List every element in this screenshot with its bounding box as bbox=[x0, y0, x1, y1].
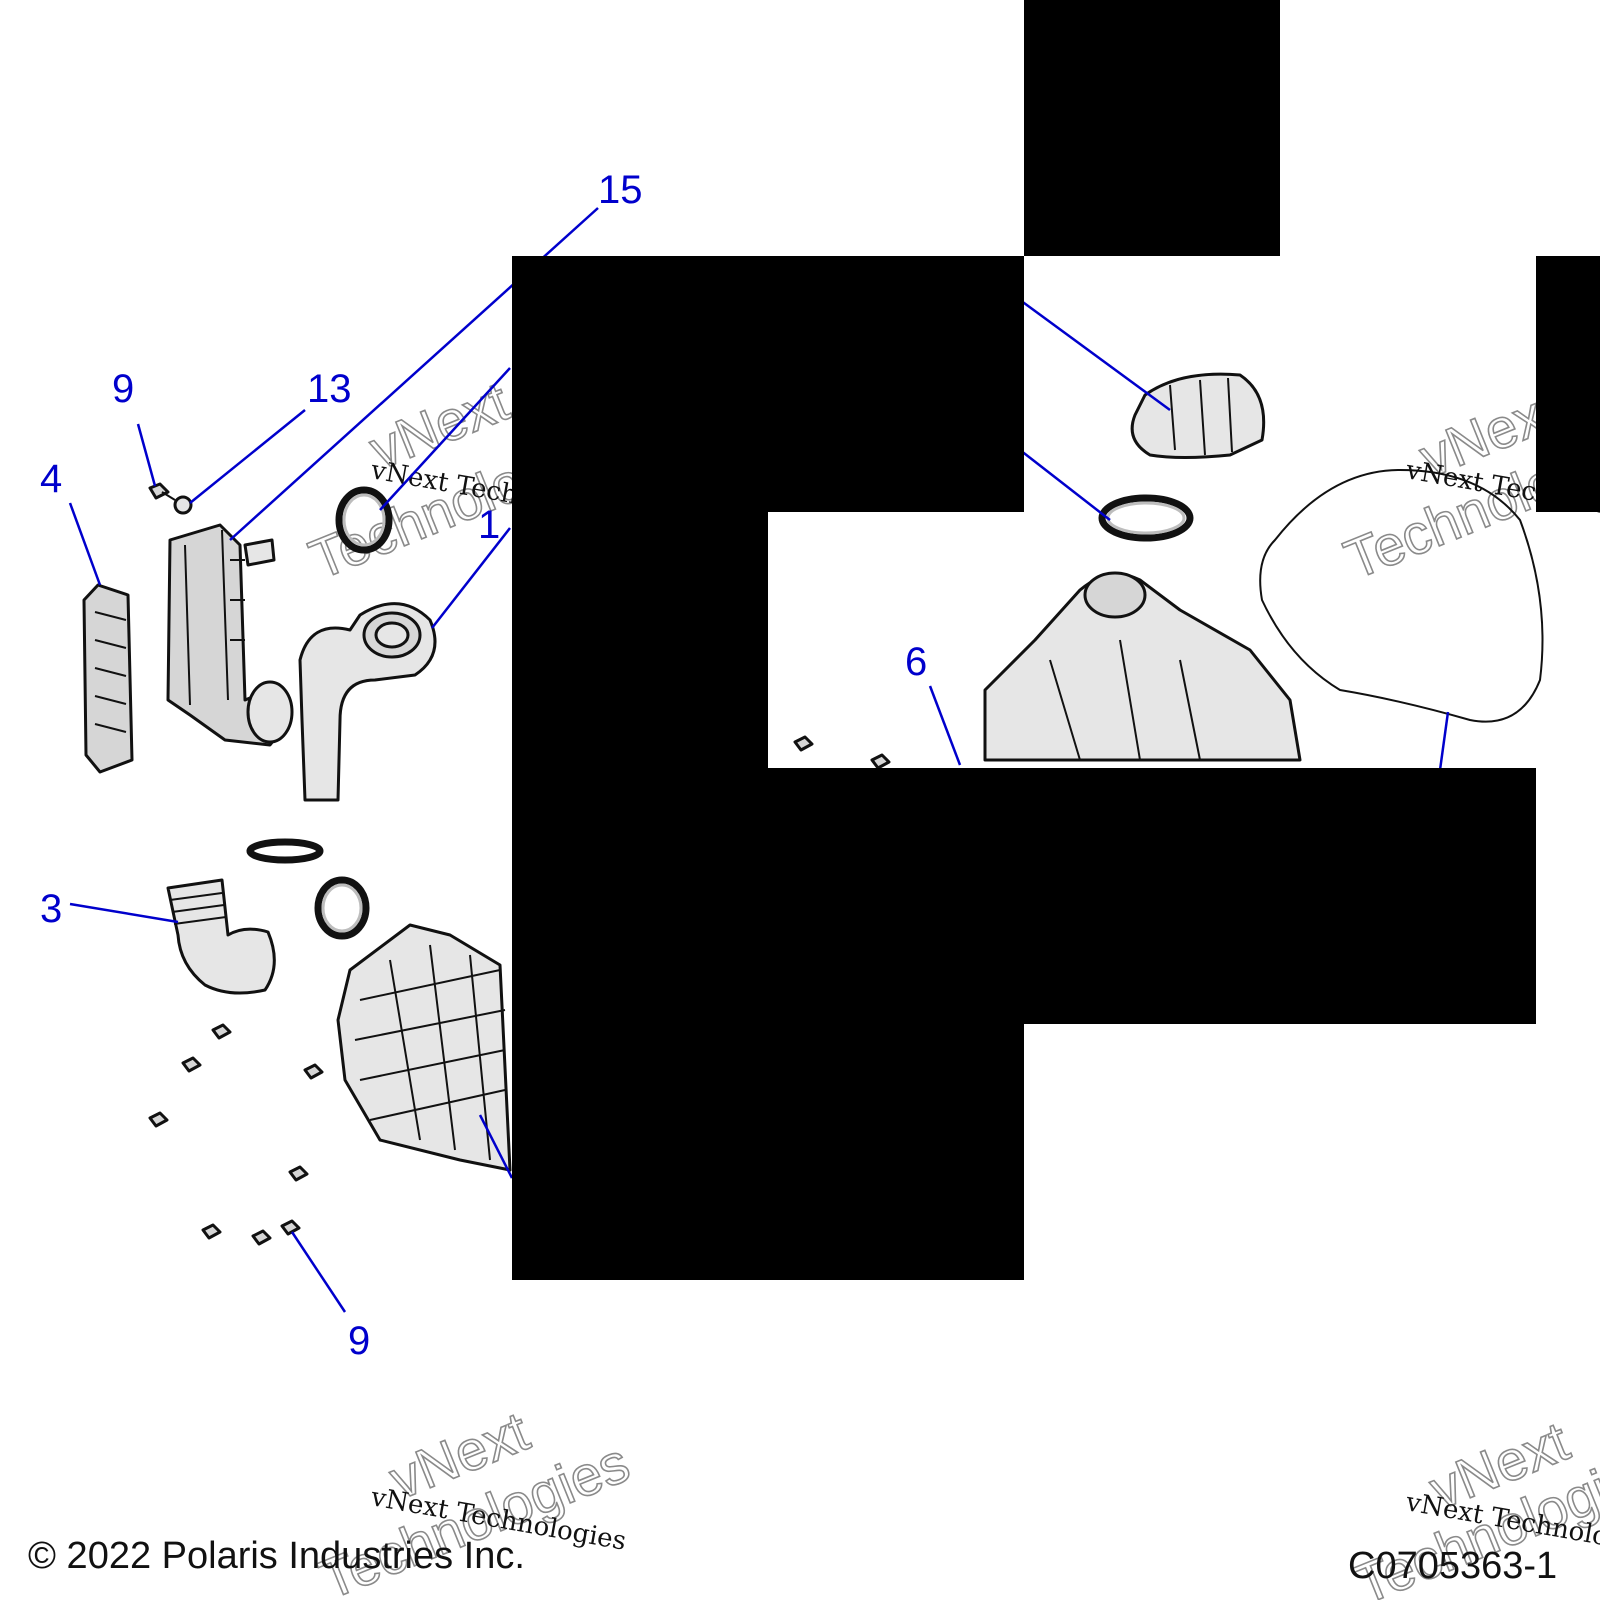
hose-clamp-lower-1 bbox=[246, 838, 324, 864]
intake-boot-part bbox=[166, 878, 276, 995]
screw-set-lower bbox=[148, 1023, 324, 1246]
washer-part bbox=[173, 495, 193, 515]
callout-1-partial: 1 bbox=[478, 503, 500, 547]
screw-part bbox=[148, 482, 176, 501]
drawing-id: C0705363-1 bbox=[1348, 1545, 1557, 1587]
callout-3: 3 bbox=[40, 887, 62, 931]
hose-clamp-lower-2 bbox=[314, 876, 370, 940]
upper-duct-part bbox=[1130, 372, 1266, 459]
callout-6: 6 bbox=[905, 640, 927, 684]
elbow-duct-part bbox=[298, 602, 437, 802]
callout-4: 4 bbox=[40, 457, 62, 501]
airbox-part bbox=[336, 923, 512, 1172]
belt-cover-part bbox=[983, 571, 1302, 762]
callout-15: 15 bbox=[598, 168, 643, 212]
redaction-blocks bbox=[512, 0, 1600, 1280]
gasket-part bbox=[1259, 468, 1544, 723]
callout-9-bottom: 9 bbox=[348, 1319, 370, 1363]
screw-set-cover bbox=[793, 735, 891, 770]
hose-clamp-right bbox=[1098, 494, 1194, 542]
copyright-text: © 2022 Polaris Industries Inc. bbox=[28, 1535, 525, 1577]
hose-clamp-part bbox=[335, 486, 393, 554]
grille-part bbox=[82, 583, 134, 774]
callout-13: 13 bbox=[307, 367, 352, 411]
leader-lines bbox=[68, 207, 1450, 1313]
filter-housing-part bbox=[166, 523, 294, 747]
callout-9-top: 9 bbox=[112, 367, 134, 411]
